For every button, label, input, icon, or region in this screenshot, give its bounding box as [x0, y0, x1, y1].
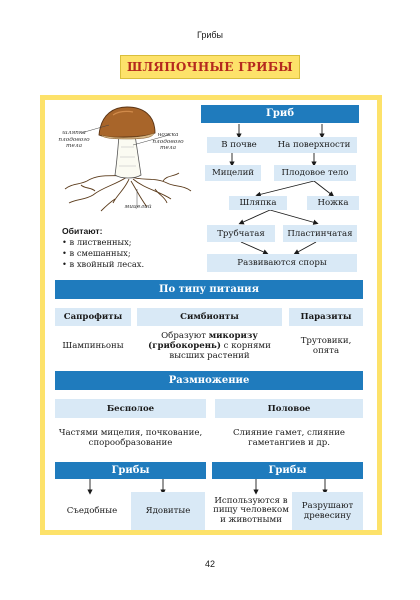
food-use-box: Используются в пищу человеком и животным… — [213, 495, 289, 525]
content-frame — [40, 95, 382, 535]
reproduction-header: Размножение — [55, 371, 363, 390]
stem-box: Ножка — [307, 196, 359, 210]
usage-right-header: Грибы — [212, 462, 363, 479]
habitat-item: • в лиственных; — [62, 237, 132, 247]
tubular-box: Трубчатая — [207, 225, 275, 242]
habitat-block: Обитают: • в лиственных; • в смешанных; … — [62, 226, 192, 270]
asexual-description: Частями мицелия, почкование, спорообразо… — [58, 428, 203, 448]
wood-destroy-box: Разрушают древесину — [292, 492, 363, 530]
spores-box: Развиваются споры — [207, 254, 357, 272]
mycelium-caption: мицелий — [124, 204, 152, 210]
saprophytes-example: Шампиньоны — [62, 341, 124, 351]
fruit-body-box: Плодовое тело — [274, 165, 356, 181]
stem-shape — [114, 134, 142, 179]
cap-box: Шляпка — [229, 196, 287, 210]
parasites-example: Трутовики, опята — [300, 336, 352, 356]
parasites-box: Паразиты — [289, 308, 363, 326]
asexual-box: Бесполое — [55, 399, 206, 418]
mushroom-root-header: Гриб — [201, 105, 359, 123]
mycelium-box: Мицелий — [205, 165, 261, 181]
page-number: 42 — [204, 559, 215, 569]
habitat-item: • в смешанных; — [62, 248, 131, 258]
stem-caption: ножка плодового тела — [152, 132, 184, 151]
sexual-box: Половое — [215, 399, 363, 418]
running-title: Грибы — [196, 30, 224, 40]
edible-box: Съедобные — [66, 506, 118, 516]
sexual-description: Слияние гамет, слияние гаметангиев и др. — [232, 428, 346, 448]
mycelium-threads — [64, 172, 192, 212]
saprophytes-box: Сапрофиты — [55, 308, 131, 326]
symbionts-box: Симбионты — [137, 308, 282, 326]
poisonous-box: Ядовитые — [131, 492, 205, 530]
cap-caption: шляпка плодового тела — [58, 130, 90, 149]
mushroom-illustration — [64, 106, 192, 212]
page-title: ШЛЯПОЧНЫЕ ГРИБЫ — [120, 55, 300, 79]
symbionts-description: Образуют микоризу (грибокорень) с корням… — [148, 331, 271, 361]
habitat-item: • в хвойный лесах. — [62, 259, 145, 269]
nutrition-header: По типу питания — [55, 280, 363, 299]
in-soil-box: В почве — [207, 137, 271, 153]
lamellar-box: Пластинчатая — [283, 225, 357, 242]
habitat-title: Обитают: — [62, 226, 103, 236]
usage-left-header: Грибы — [55, 462, 206, 479]
on-surface-box: На поверхности — [271, 137, 357, 153]
